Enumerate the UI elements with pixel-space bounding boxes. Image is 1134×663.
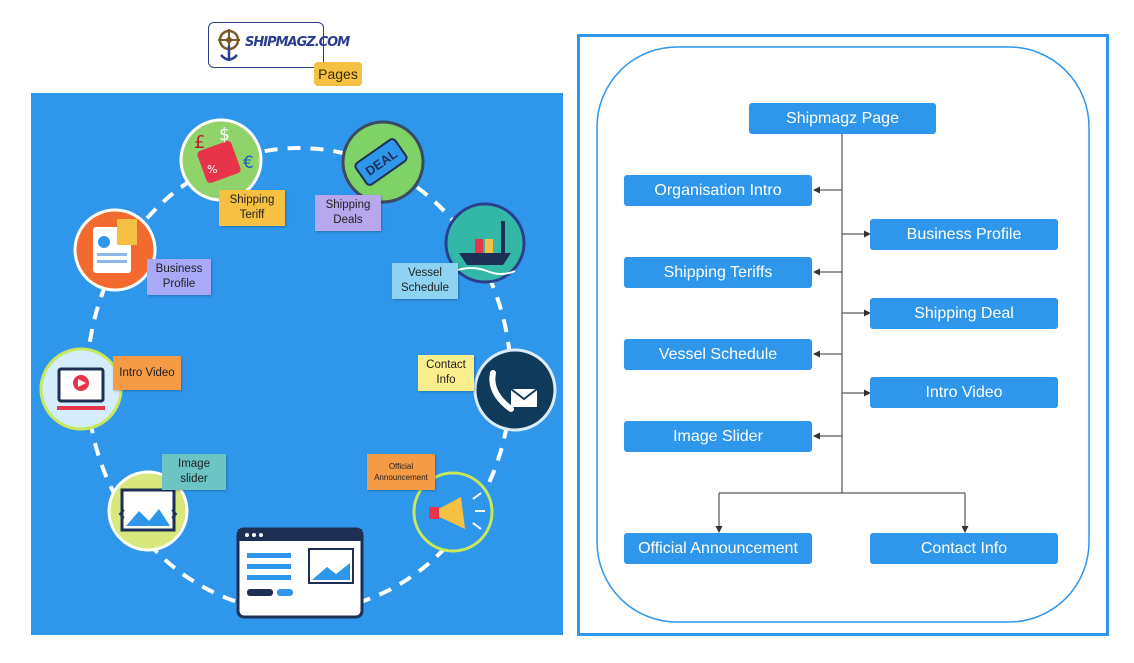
node-shipping-teriffs: Shipping Teriffs: [624, 257, 812, 288]
euro-symbol: €: [243, 153, 254, 173]
logo-wordmark: SHIPMAGZ.COM: [245, 35, 350, 50]
intro-video-icon: [39, 347, 123, 431]
pages-tree-diagram: Shipmagz Page Organisation Intro Shippin…: [577, 34, 1109, 636]
node-image-slider: Image Slider: [624, 421, 812, 452]
note-intro-video: Intro Video: [113, 356, 181, 390]
note-image-slider: Image slider: [162, 454, 226, 490]
pound-symbol: £: [194, 132, 205, 153]
browser-window-icon: [236, 527, 364, 619]
node-contact-info: Contact Info: [870, 533, 1058, 564]
node-vessel-schedule: Vessel Schedule: [624, 339, 812, 370]
node-organisation-intro: Organisation Intro: [624, 175, 812, 206]
percent-symbol: %: [207, 163, 217, 176]
dollar-symbol: $: [219, 125, 230, 145]
node-shipmagz-page: Shipmagz Page: [749, 103, 936, 134]
note-shipping-deals: Shipping Deals: [315, 195, 381, 231]
vessel-schedule-icon: [444, 202, 526, 284]
node-official-announcement: Official Announcement: [624, 533, 812, 564]
note-shipping-tariff: Shipping Teriff: [219, 190, 285, 226]
image-slider-icon: [107, 470, 189, 552]
pages-tag: Pages: [314, 62, 362, 86]
deal-tag-icon: DEAL: [341, 120, 425, 204]
megaphone-icon: [412, 471, 494, 553]
note-contact-info: Contact Info: [418, 355, 474, 391]
rounded-frame: [596, 46, 1090, 623]
note-official-announcement: Official Announcement: [367, 454, 435, 490]
note-vessel-schedule: Vessel Schedule: [392, 263, 458, 299]
note-business-profile: Business Profile: [147, 259, 211, 295]
tree-connectors: [596, 46, 1090, 623]
circle-diagram-graphics: £ $ € % DEAL: [39, 118, 557, 619]
shipmagz-logo: SHIPMAGZ.COM: [208, 22, 350, 68]
node-shipping-deal: Shipping Deal: [870, 298, 1058, 329]
pages-circle-diagram: £ $ € % DEAL: [31, 93, 563, 635]
shipping-tariff-icon: £ $ € %: [179, 118, 263, 202]
node-business-profile: Business Profile: [870, 219, 1058, 250]
contact-info-icon: [473, 348, 557, 432]
node-intro-video: Intro Video: [870, 377, 1058, 408]
ship-wheel-anchor-icon: [218, 29, 240, 61]
business-profile-icon: [73, 208, 157, 292]
